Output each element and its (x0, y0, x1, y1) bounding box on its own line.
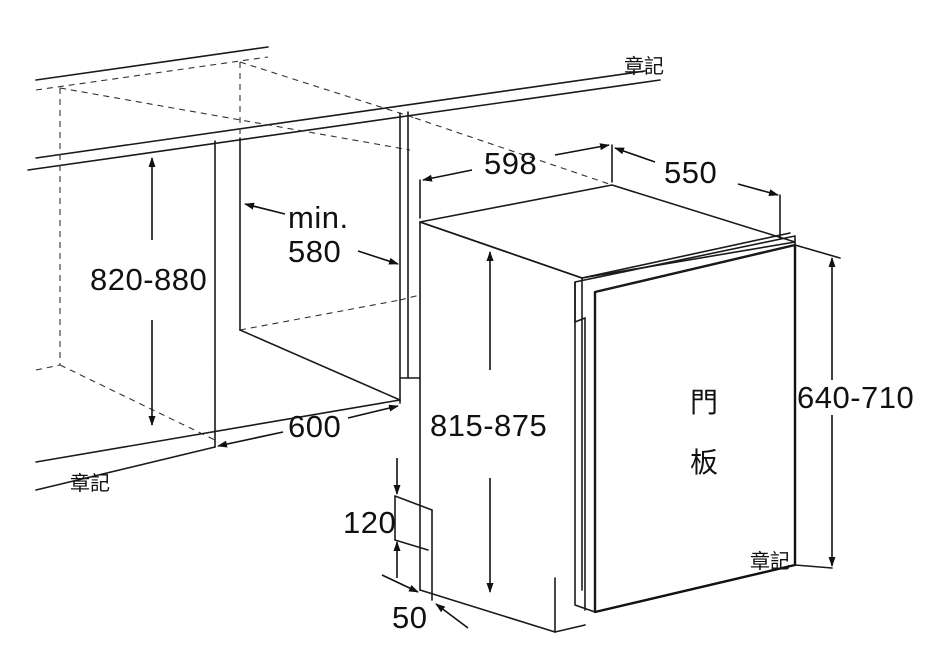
plinth (394, 495, 433, 601)
appliance-width-label: 598 (484, 146, 537, 181)
door-panel-height-label: 640-710 (797, 380, 914, 415)
min-depth-label-line2: 580 (288, 234, 341, 269)
appliance-height-label: 815-875 (430, 408, 547, 443)
dim-appliance-depth (614, 147, 781, 239)
min-depth-label-line1: min. (288, 200, 349, 235)
dim-appliance-width (419, 143, 613, 219)
stamp-top: 章記 (624, 54, 664, 78)
plinth-depth-label: 50 (392, 600, 427, 635)
door-panel-char-2: 板 (690, 446, 718, 479)
niche-height-label: 820-880 (90, 262, 207, 297)
door-panel (574, 232, 797, 614)
door-panel-char-1: 門 (690, 386, 718, 419)
plinth-height-label: 120 (343, 505, 396, 540)
niche-width-label: 600 (288, 409, 341, 444)
cabinet-walls (35, 111, 421, 491)
dim-niche-width (217, 404, 399, 448)
worktop (27, 46, 661, 171)
dim-min-depth (244, 202, 399, 265)
appliance-depth-label: 550 (664, 155, 717, 190)
dim-door-panel-height (794, 244, 841, 569)
stamp-right: 章記 (750, 549, 790, 573)
dim-plinth-depth (381, 574, 469, 629)
stamp-left: 章記 (70, 471, 110, 495)
